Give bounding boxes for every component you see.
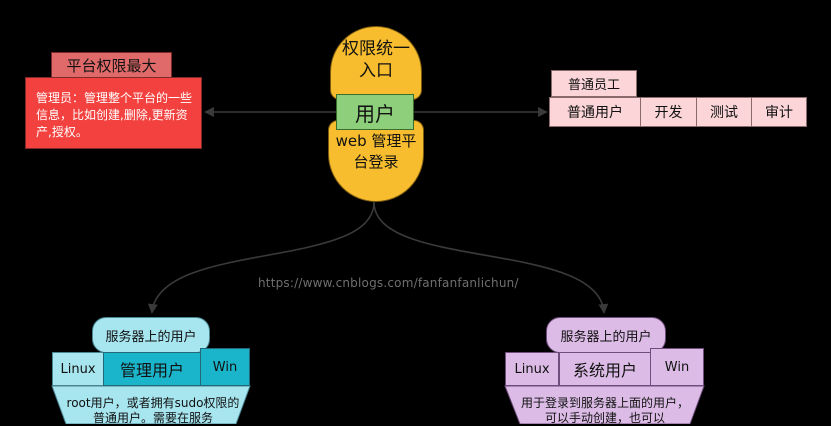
server-admin-title-text: 服务器上的用户: [105, 329, 197, 345]
server-system-title: 服务器上的用户: [546, 317, 666, 353]
server-admin-main: 管理用户: [103, 352, 201, 386]
server-admin-win-tag: Win: [200, 348, 250, 386]
server-admin-win-text: Win: [212, 359, 238, 375]
server-admin-linux-tag: Linux: [52, 352, 104, 386]
server-system-description: 用于登录到服务器上面的用户，可以手动创建，也可以: [520, 392, 690, 426]
server-system-linux-tag: Linux: [505, 352, 559, 386]
normal-user-cell-text: 普通用户: [567, 105, 623, 121]
server-system-win-text: Win: [664, 359, 690, 375]
tester-cell: 测试: [696, 97, 752, 127]
auditor-cell-text: 审计: [765, 105, 793, 121]
server-system-title-text: 服务器上的用户: [560, 329, 652, 345]
central-top-label: 权限统一入口: [342, 39, 410, 81]
central-user-label: 用户: [355, 101, 395, 126]
watermark-text: https://www.cnblogs.com/fanfanfanlichun/: [258, 276, 519, 290]
server-admin-desc-shape: [51, 385, 251, 424]
admin-title-text: 平台权限最大: [66, 57, 157, 75]
server-system-desc-shape: [504, 385, 705, 424]
server-admin-description-text: root用户，或者拥有sudo权限的普通用户。需要在服务: [66, 396, 240, 425]
server-admin-main-text: 管理用户: [119, 361, 184, 380]
admin-title: 平台权限最大: [51, 52, 172, 79]
central-bottom-label: web 管理平台登录: [335, 132, 417, 171]
developer-cell: 开发: [640, 97, 697, 127]
watermark: https://www.cnblogs.com/fanfanfanlichun/: [258, 276, 538, 290]
server-admin-title: 服务器上的用户: [92, 317, 210, 353]
arrow-to-server-system: [373, 201, 609, 314]
central-user-node: 用户: [336, 94, 414, 130]
central-bottom-node: web 管理平台登录: [328, 120, 424, 202]
server-admin-description: root用户，或者拥有sudo权限的普通用户。需要在服务: [66, 392, 240, 426]
auditor-cell: 审计: [751, 97, 807, 127]
server-system-description-text: 用于登录到服务器上面的用户，可以手动创建，也可以: [520, 396, 689, 425]
server-admin-linux-text: Linux: [60, 361, 96, 377]
admin-description-box: 管理员：管理整个平台的一些信息，比如创建,删除,更新资产,授权。: [25, 77, 202, 149]
arrow-to-server-admin: [147, 201, 375, 314]
developer-cell-text: 开发: [654, 105, 683, 121]
admin-description-text: 管理员：管理整个平台的一些信息，比如创建,删除,更新资产,授权。: [36, 91, 193, 139]
normal-users-group-text: 普通员工: [567, 78, 620, 93]
server-system-win-tag: Win: [650, 348, 704, 386]
normal-user-cell: 普通用户: [549, 97, 641, 127]
tester-cell-text: 测试: [710, 105, 738, 121]
server-system-main-text: 系统用户: [572, 361, 637, 380]
server-system-main: 系统用户: [559, 352, 651, 386]
server-system-linux-text: Linux: [514, 361, 550, 377]
central-top-node: 权限统一入口: [330, 26, 422, 100]
normal-users-group-label: 普通员工: [551, 70, 637, 97]
